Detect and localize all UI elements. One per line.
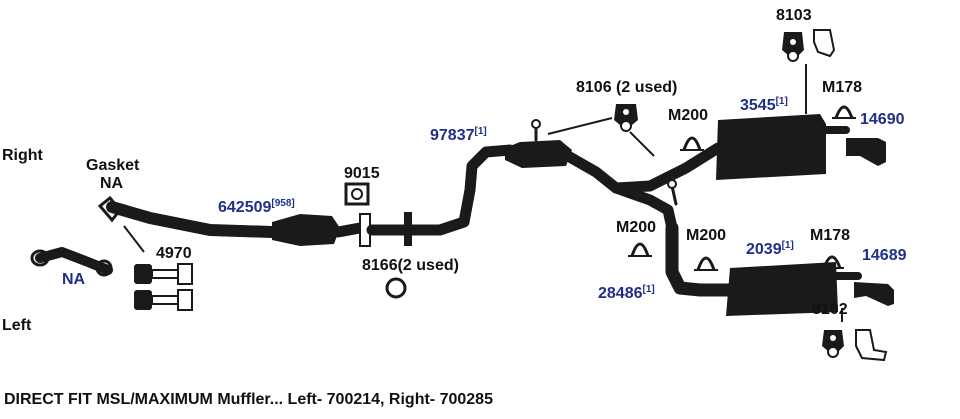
resonator-97837	[505, 140, 572, 168]
label-8103: 8103	[776, 7, 812, 24]
ring-8166	[385, 277, 407, 299]
clamp-m200-low	[694, 256, 718, 271]
spring-bolt-4970-a	[134, 263, 193, 285]
label-28486: 28486[1]	[598, 284, 655, 302]
gasket-9015	[344, 182, 370, 206]
label-m200-top: M200	[668, 107, 708, 124]
label-m178-top: M178	[822, 79, 862, 96]
spring-bolt-4970-b	[134, 289, 193, 311]
front-pipe-lower-flange	[30, 249, 50, 267]
label-14689: 14689	[862, 247, 907, 264]
footer-caption: DIRECT FIT MSL/MAXIMUM Muffler... Left- …	[4, 391, 493, 408]
front-pipe-lower-flange-end	[95, 259, 113, 277]
tailpipe-14689	[854, 282, 894, 306]
clamp-m178-low	[820, 255, 844, 269]
gasket-front	[97, 195, 122, 223]
hanger-8103	[782, 29, 836, 62]
label-3545: 3545[1]	[740, 96, 788, 114]
label-8166: 8166(2 used)	[362, 257, 459, 274]
clamp-m200-top	[680, 136, 704, 151]
label-m200-low: M200	[686, 227, 726, 244]
label-m200-mid: M200	[616, 219, 656, 236]
gasket-title: Gasket	[86, 157, 140, 174]
muffler-2039	[726, 262, 838, 316]
label-9015: 9015	[344, 165, 380, 182]
clamp-m200-mid	[628, 242, 652, 257]
catalytic-converter-642509	[272, 214, 340, 246]
label-97837: 97837[1]	[430, 126, 487, 144]
left-pipe-na: NA	[62, 271, 86, 288]
clamp-8166	[404, 212, 412, 246]
gasket-9015-hole	[351, 188, 363, 200]
hanger-rod-mid	[670, 184, 678, 206]
hanger-rod-resonator-tip	[531, 119, 541, 129]
label-8106: 8106 (2 used)	[576, 79, 677, 96]
clamp-m178-top	[832, 105, 856, 119]
resonator-outlet-pipe	[562, 142, 724, 194]
tailpipe-14690	[846, 138, 886, 166]
label-8102: 8102	[812, 301, 848, 318]
cat-outlet-pipe	[332, 222, 366, 238]
muffler-3545	[716, 114, 826, 180]
label-4970: 4970	[156, 245, 192, 262]
hanger-8102	[822, 329, 888, 362]
label-642509: 642509[958]	[218, 198, 295, 216]
gasket-front-hole	[107, 206, 113, 212]
leader-4970	[123, 225, 145, 253]
leader-8106	[547, 117, 613, 135]
pipe-28486	[665, 221, 739, 297]
front-pipe-upper	[106, 201, 278, 238]
gasket-na: NA	[100, 175, 124, 192]
hanger-rod-mid-tip	[667, 179, 677, 189]
side-label-left: Left	[2, 317, 32, 334]
y-split-lower-pipe	[610, 182, 678, 234]
label-2039: 2039[1]	[746, 240, 794, 258]
side-label-right: Right	[2, 147, 44, 164]
intermediate-pipe	[366, 144, 516, 236]
leader-8106-b	[629, 131, 655, 157]
label-14690: 14690	[860, 111, 905, 128]
hanger-8106	[614, 104, 638, 132]
label-m178-low: M178	[810, 227, 850, 244]
